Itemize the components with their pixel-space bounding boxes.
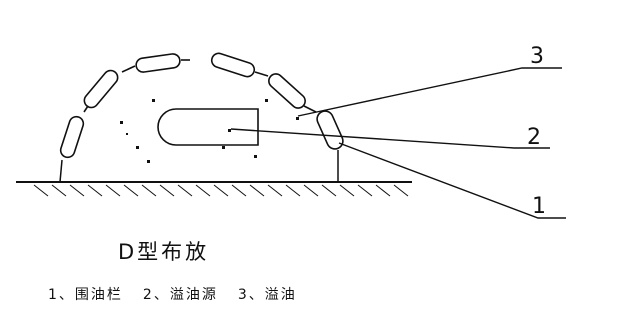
legend: 1、围油栏 2、溢油源 3、溢油 <box>48 284 297 304</box>
oil-spill-dots <box>120 99 299 163</box>
boom-segment <box>316 110 344 150</box>
oil-spill-source <box>157 108 259 146</box>
boom-segment <box>268 73 306 109</box>
diagram-caption: D型布放 <box>118 240 210 264</box>
callout-1: 1 <box>532 194 546 219</box>
legend-item-boom: 1、围油栏 <box>48 287 123 303</box>
legend-item-spilled-oil: 3、溢油 <box>237 287 297 303</box>
left-anchor-line <box>59 159 63 183</box>
leader-line-2 <box>230 128 550 149</box>
boom-segment <box>210 52 256 78</box>
callout-3: 3 <box>530 44 544 69</box>
oil-boom <box>59 52 344 159</box>
leader-line-1 <box>338 142 566 219</box>
shore-hatching <box>33 184 409 197</box>
leader-line-3 <box>297 67 562 117</box>
boom-segment <box>59 115 85 159</box>
boom-segment <box>135 53 181 73</box>
legend-item-spill-source: 2、溢油源 <box>142 287 218 303</box>
boom-segment <box>83 69 119 109</box>
callout-2: 2 <box>527 125 541 150</box>
leader-lines <box>230 67 566 219</box>
